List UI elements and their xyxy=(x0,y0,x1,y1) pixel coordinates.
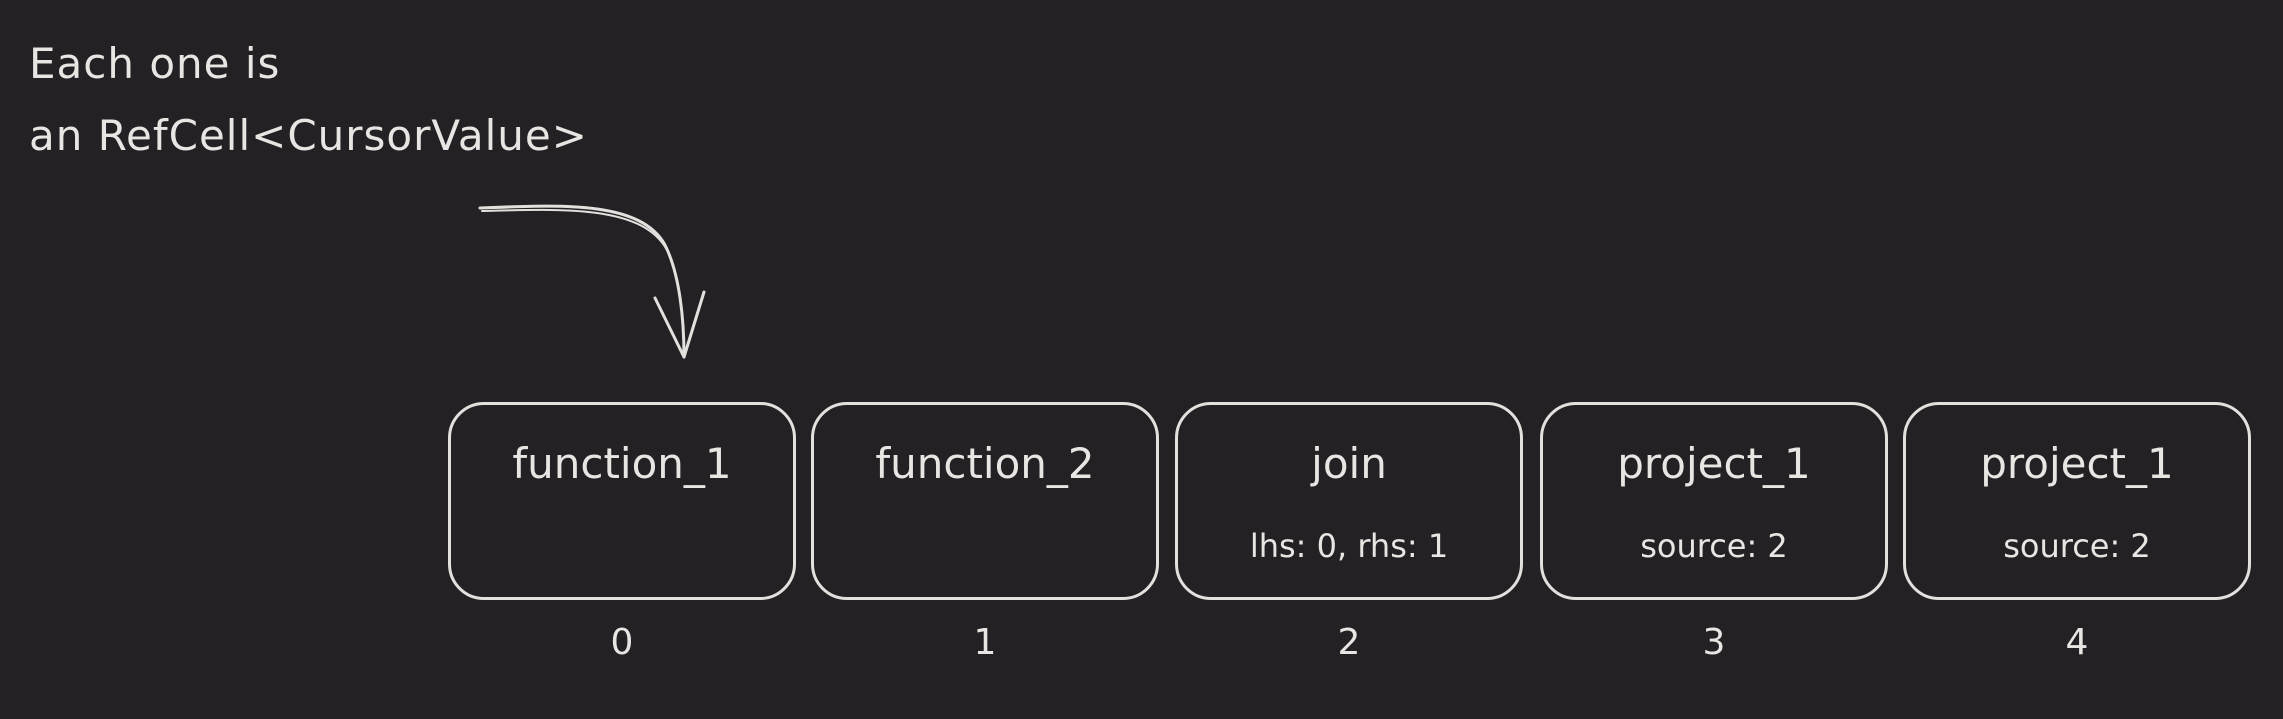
cell-title: join xyxy=(1311,439,1387,488)
cell-index-3: 3 xyxy=(1702,622,1726,663)
cell-index-2: 2 xyxy=(1337,622,1361,663)
cell-title: function_1 xyxy=(512,439,732,488)
cell-box-0: function_1 xyxy=(448,402,796,600)
cell-subtitle: source: 2 xyxy=(1640,527,1788,565)
note-line-1: Each one is xyxy=(29,39,281,88)
cell-box-3: project_1 source: 2 xyxy=(1540,402,1888,600)
cell-box-4: project_1 source: 2 xyxy=(1903,402,2251,600)
note-line-2: an RefCell<CursorValue> xyxy=(29,111,588,160)
annotation-note: Each one is an RefCell<CursorValue> xyxy=(29,28,588,172)
cell-index-1: 1 xyxy=(973,622,997,663)
cell-title: project_1 xyxy=(1980,439,2174,488)
cell-title: function_2 xyxy=(875,439,1095,488)
cell-box-1: function_2 xyxy=(811,402,1159,600)
cell-index-4: 4 xyxy=(2065,622,2089,663)
cell-index-0: 0 xyxy=(610,622,634,663)
cell-title: project_1 xyxy=(1617,439,1811,488)
cell-box-2: join lhs: 0, rhs: 1 xyxy=(1175,402,1523,600)
cell-subtitle: lhs: 0, rhs: 1 xyxy=(1249,527,1449,565)
cell-subtitle: source: 2 xyxy=(2003,527,2151,565)
